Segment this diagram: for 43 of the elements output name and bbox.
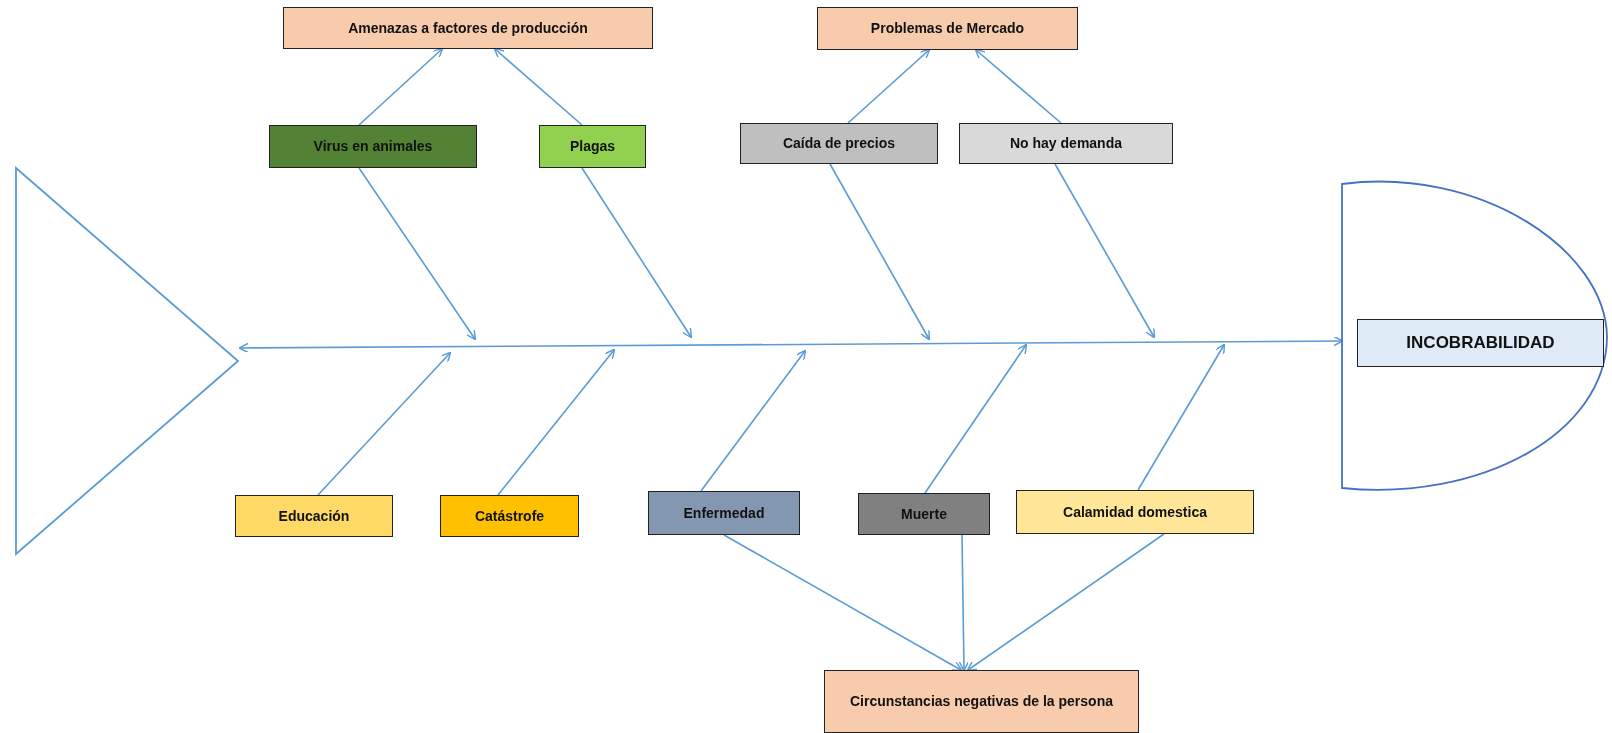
box-label: Circunstancias negativas de la persona — [849, 692, 1114, 711]
arrow — [358, 47, 444, 126]
arrow — [966, 533, 1165, 672]
cause-box — [235, 495, 393, 537]
arrow — [829, 163, 931, 341]
cause-box — [539, 125, 646, 168]
arrow — [497, 348, 616, 496]
arrow — [1137, 343, 1226, 491]
box-label: Amenazas a factores de producción — [347, 18, 589, 38]
cause-box — [740, 123, 938, 164]
arrow — [958, 534, 970, 672]
box-label: No hay demanda — [1009, 134, 1123, 153]
box-label: Plagas — [568, 137, 617, 156]
arrow — [974, 48, 1062, 124]
spine-arrow — [238, 335, 1344, 354]
cause-box — [959, 123, 1173, 164]
cause-box — [858, 493, 990, 535]
box-label: Educación — [277, 506, 351, 526]
box-label: Calamidad domestica — [1062, 502, 1208, 522]
arrow — [700, 349, 807, 492]
box-label: Enfermedad — [682, 503, 766, 523]
cause-box — [824, 670, 1139, 733]
arrow — [581, 167, 693, 339]
arrow — [1054, 163, 1156, 339]
cause-box — [440, 495, 579, 537]
cause-box — [283, 7, 653, 49]
box-label: Problemas de Mercado — [869, 19, 1026, 38]
cause-box — [1357, 319, 1604, 367]
arrow — [847, 48, 931, 124]
cause-box — [817, 7, 1078, 50]
cause-box — [269, 125, 477, 168]
box-label: Caída de precios — [781, 134, 896, 153]
box-label: INCOBRABILIDAD — [1405, 331, 1556, 354]
cause-box — [1016, 490, 1254, 534]
cause-box — [648, 491, 800, 535]
arrow — [317, 351, 452, 496]
arrow — [924, 343, 1028, 494]
box-label: Virus en animales — [312, 137, 434, 156]
box-label: Catástrofe — [473, 506, 546, 526]
box-label: Muerte — [900, 504, 948, 524]
arrow — [358, 167, 477, 341]
arrow — [723, 534, 963, 672]
arrow — [493, 47, 583, 126]
